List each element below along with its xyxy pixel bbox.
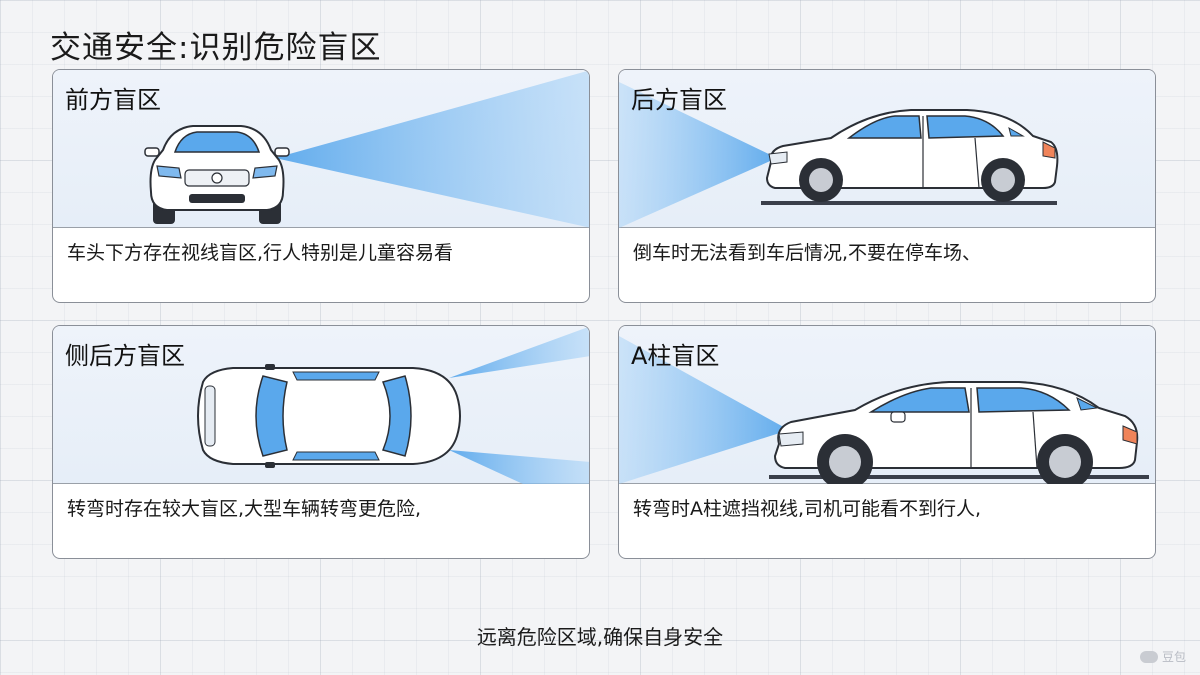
car-front-view-icon: [144, 125, 290, 224]
scene-side-rear: [53, 326, 589, 484]
card-description: 车头下方存在视线盲区,行人特别是儿童容易看: [67, 242, 454, 264]
car-side-view-icon: [773, 381, 1139, 484]
watermark-logo-icon: [1139, 650, 1158, 663]
card-a-pillar-blind-zone: A柱盲区 转弯时A柱遮挡视线,司机可能看不到行人,: [618, 325, 1156, 559]
car-side-view-icon: [765, 109, 1059, 202]
card-front-blind-zone: 前方盲区 车头下方存在视线盲区,行人特别是儿童容易看: [52, 69, 590, 303]
card-description: 转弯时存在较大盲区,大型车辆转弯更危险,: [67, 498, 422, 520]
card-title: A柱盲区: [631, 342, 720, 370]
car-top-view-icon: [197, 364, 461, 468]
blind-zone-beam-bottom: [449, 450, 589, 484]
footer-slogan: 远离危险区域,确保自身安全: [476, 625, 724, 649]
blind-zone-beam-top: [449, 326, 589, 378]
blind-zone-beam: [275, 70, 589, 228]
card-side-rear-blind-zone: 侧后方盲区 转弯时存在较大盲区,大型车辆转弯更危险,: [52, 325, 590, 559]
card-title: 后方盲区: [631, 86, 727, 114]
card-description: 转弯时A柱遮挡视线,司机可能看不到行人,: [633, 498, 982, 520]
card-rear-blind-zone: 后方盲区 倒车时无法看到车后情况,不要在停车场、: [618, 69, 1156, 303]
blind-zone-beam: [619, 336, 789, 484]
watermark: 豆包: [1139, 648, 1186, 665]
ground-line: [761, 201, 1057, 205]
card-title: 前方盲区: [65, 86, 161, 114]
scene-front: [53, 70, 589, 228]
watermark-text: 豆包: [1161, 650, 1186, 664]
ground-line: [769, 475, 1149, 479]
scene-a-pillar: [619, 326, 1155, 484]
scene-rear: [619, 70, 1155, 228]
card-title: 侧后方盲区: [65, 342, 185, 370]
page-title: 交通安全:识别危险盲区: [50, 30, 382, 66]
blind-zone-beam: [619, 82, 777, 228]
card-description: 倒车时无法看到车后情况,不要在停车场、: [633, 242, 982, 264]
